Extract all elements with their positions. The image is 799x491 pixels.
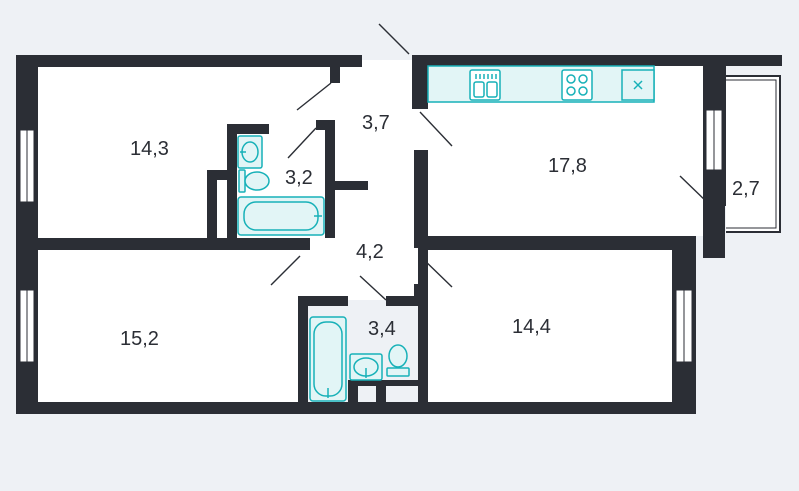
wall bbox=[348, 385, 358, 402]
wall bbox=[414, 284, 428, 304]
wall bbox=[386, 296, 428, 306]
wall bbox=[16, 402, 696, 414]
wall bbox=[16, 238, 296, 250]
area-label-hall-upper: 3,7 bbox=[362, 112, 390, 134]
wall bbox=[330, 55, 340, 83]
door-swing bbox=[378, 23, 410, 55]
window-lines bbox=[26, 110, 715, 362]
door-swing bbox=[296, 82, 332, 111]
bathtub-icon bbox=[237, 196, 325, 236]
floor-room-bottom-right bbox=[428, 250, 674, 402]
door-swings bbox=[270, 23, 710, 301]
door-swing bbox=[419, 255, 453, 288]
area-label-room-top-left: 14,3 bbox=[130, 138, 169, 160]
area-label-bathroom-small: 3,2 bbox=[285, 167, 313, 189]
fridge-icon bbox=[621, 69, 655, 101]
floor-hall bbox=[300, 60, 430, 300]
area-label-bathroom-large: 3,4 bbox=[368, 318, 396, 340]
wall bbox=[412, 55, 428, 109]
door-swing bbox=[419, 111, 453, 147]
door-swing bbox=[287, 127, 317, 159]
kitchen-sink-icon bbox=[469, 69, 501, 101]
floor-balcony bbox=[726, 76, 780, 232]
wall bbox=[418, 250, 428, 402]
balcony-frame bbox=[726, 75, 781, 233]
area-label-room-bottom-left: 15,2 bbox=[120, 328, 159, 350]
toilet-icon bbox=[386, 344, 410, 377]
stove-icon bbox=[561, 69, 593, 101]
wall bbox=[227, 124, 269, 134]
door-swing bbox=[270, 255, 301, 286]
door-swing bbox=[679, 175, 710, 205]
wall bbox=[703, 205, 725, 258]
wall bbox=[334, 181, 368, 190]
wall bbox=[296, 238, 310, 250]
sink-icon bbox=[349, 353, 383, 381]
room-labels: 14,3 3,2 3,7 17,8 2,7 4,2 3,4 15,2 14,4 bbox=[120, 112, 760, 350]
area-label-hall-lower: 4,2 bbox=[356, 241, 384, 263]
wall bbox=[316, 120, 334, 130]
area-label-room-bottom-right: 14,4 bbox=[512, 316, 551, 338]
wall bbox=[418, 236, 674, 250]
wall bbox=[227, 124, 237, 238]
area-label-balcony: 2,7 bbox=[732, 178, 760, 200]
wall bbox=[207, 170, 229, 180]
area-label-kitchen: 17,8 bbox=[548, 155, 587, 177]
wall bbox=[16, 55, 362, 67]
wall bbox=[298, 296, 348, 306]
wall bbox=[376, 385, 386, 402]
floor-areas bbox=[38, 60, 780, 402]
floor-room-bottom-left bbox=[38, 250, 302, 402]
bathtub-icon bbox=[309, 316, 347, 402]
wall bbox=[412, 55, 782, 66]
fixtures bbox=[237, 65, 655, 402]
wall bbox=[414, 150, 428, 248]
toilet-icon bbox=[238, 169, 270, 193]
sink-icon bbox=[237, 135, 263, 169]
wall bbox=[207, 170, 217, 238]
door-swing bbox=[359, 275, 387, 301]
wall bbox=[348, 380, 418, 386]
kitchen-counter bbox=[427, 65, 655, 103]
wall bbox=[325, 120, 335, 238]
wall bbox=[298, 296, 308, 402]
